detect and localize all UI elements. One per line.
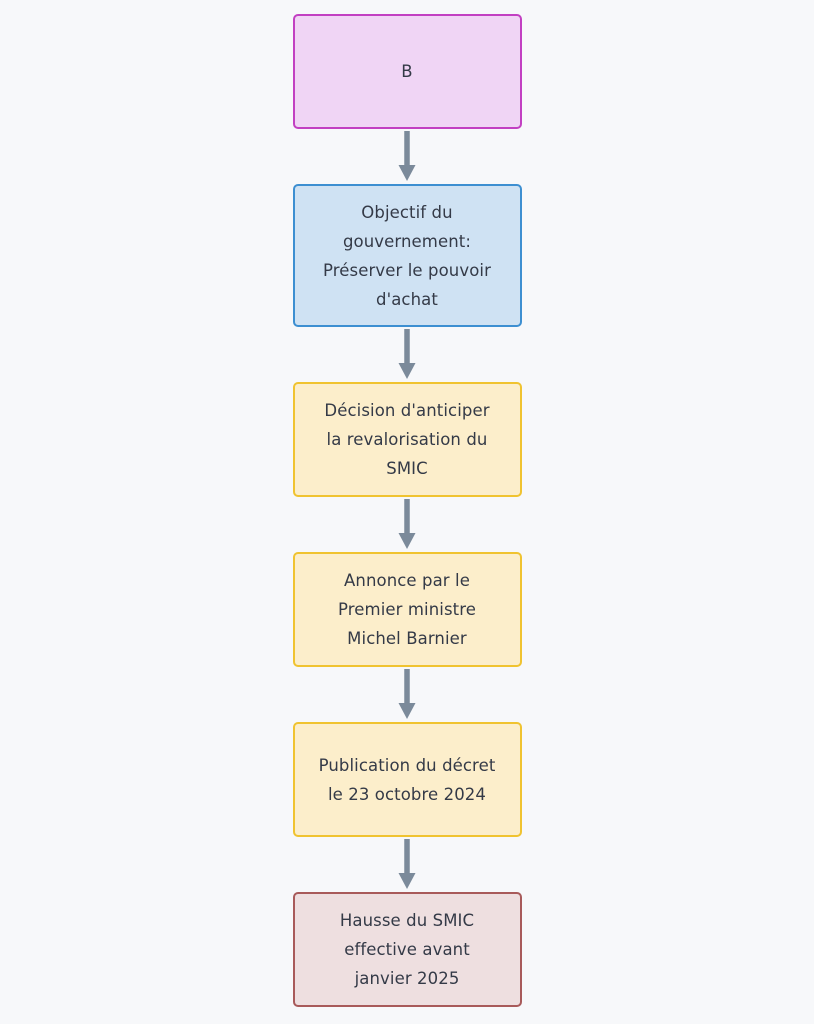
down-arrow-icon-1 <box>398 131 416 181</box>
down-arrow-icon-4 <box>398 669 416 719</box>
flow-node-objectif[interactable]: Objectif du gouvernement: Préserver le p… <box>292 184 522 327</box>
down-arrow-icon-2 <box>398 329 416 379</box>
flow-node-hausse[interactable]: Hausse du SMIC effective avant janvier 2… <box>292 892 522 1007</box>
flow-node-decision[interactable]: Décision d'anticiper la revalorisation d… <box>292 382 522 497</box>
flow-node-b[interactable]: B <box>292 14 522 129</box>
down-arrow-icon-3 <box>398 499 416 549</box>
flow-node-publication[interactable]: Publication du décret le 23 octobre 2024 <box>292 722 522 837</box>
down-arrow-icon-5 <box>398 839 416 889</box>
flow-node-annonce[interactable]: Annonce par le Premier ministre Michel B… <box>292 552 522 667</box>
